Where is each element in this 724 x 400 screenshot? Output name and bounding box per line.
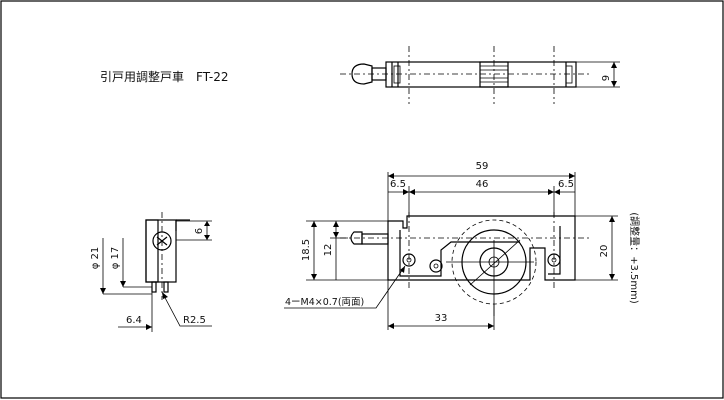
top-view: 9: [340, 46, 620, 104]
side-dim-6-4: 6.4: [126, 315, 142, 326]
front-dim-33: 33: [435, 313, 448, 324]
side-dim-phi17: φ 17: [110, 247, 121, 270]
hole-note: 4ーM4×0.7(両面): [285, 297, 364, 308]
side-dim-phi21: φ 21: [90, 247, 101, 270]
side-dim-r2-5: R2.5: [183, 315, 206, 326]
front-dim-6-5-left: 6.5: [390, 179, 406, 190]
adjust-note: (調整量：+3.5mm): [628, 212, 641, 304]
front-dim-46: 46: [476, 179, 489, 190]
front-dim-20: 20: [599, 245, 610, 258]
drawing-title: 引戸用調整戸車 FT-22: [100, 69, 229, 84]
side-view: 6 φ 21 φ 17 6.4 R2.5: [90, 212, 212, 332]
front-dim-12: 12: [323, 244, 334, 257]
front-dim-6-5-right: 6.5: [558, 179, 574, 190]
top-height-dim: 9: [601, 75, 612, 81]
front-dim-18-5: 18.5: [301, 239, 312, 261]
front-view: 59 6.5 46 6.5 18.5 12 20 (調整量：+3.5mm): [284, 161, 641, 330]
front-dim-59: 59: [476, 161, 489, 172]
side-dim-6: 6: [194, 228, 205, 234]
